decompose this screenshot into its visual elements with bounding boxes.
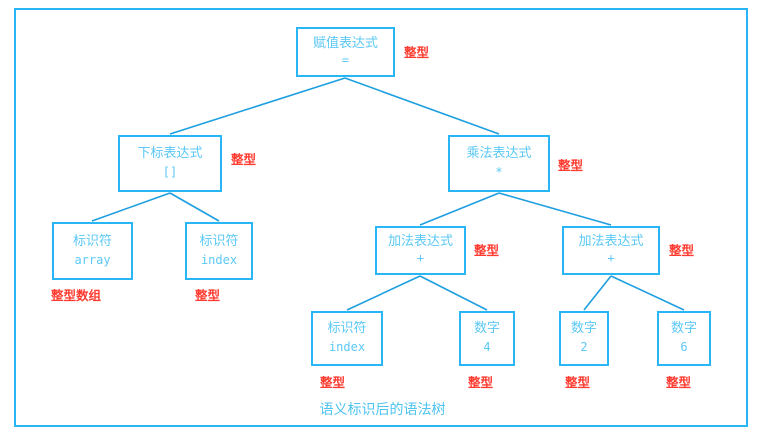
tree-node-add-right[interactable]: 加法表达式+ xyxy=(562,226,660,275)
tree-node-title: 加法表达式 xyxy=(387,234,453,250)
tree-node-title: 数字 xyxy=(473,321,500,337)
tree-node-id-index-1[interactable]: 标识符 index xyxy=(185,222,253,280)
tree-node-id-index-2[interactable]: 标识符 index xyxy=(311,311,383,366)
type-label-add-left: 整型 xyxy=(474,243,500,258)
tree-node-title: 标识符 xyxy=(72,233,112,249)
tree-node-title: 赋值表达式 xyxy=(312,35,378,51)
tree-node-add-left[interactable]: 加法表达式+ xyxy=(375,226,466,275)
type-label-id-index-2: 整型 xyxy=(320,375,346,390)
tree-node-num-6[interactable]: 数字 6 xyxy=(657,311,711,366)
tree-node-num-2[interactable]: 数字 2 xyxy=(559,311,609,366)
tree-node-title: 标识符 xyxy=(327,321,367,337)
tree-node-subscript[interactable]: 下标表达式 [] xyxy=(118,135,222,192)
tree-node-id-array[interactable]: 标识符 array xyxy=(52,222,133,280)
tree-node-value: array xyxy=(74,252,111,267)
tree-node-value: + xyxy=(416,251,425,266)
tree-node-title: 数字 xyxy=(570,321,597,337)
tree-node-value: 4 xyxy=(483,340,491,355)
tree-node-value: = xyxy=(341,52,350,67)
type-label-multiply: 整型 xyxy=(558,158,584,173)
type-label-add-right: 整型 xyxy=(669,243,695,258)
tree-node-value: + xyxy=(607,251,615,266)
tree-node-title: 标识符 xyxy=(199,233,239,249)
type-label-assign: 整型 xyxy=(404,45,430,60)
tree-node-num-4[interactable]: 数字 4 xyxy=(459,311,515,366)
tree-node-title: 乘法表达式 xyxy=(466,146,532,162)
tree-node-title: 数字 xyxy=(670,321,697,337)
type-label-num-4: 整型 xyxy=(468,375,494,390)
tree-node-title: 加法表达式 xyxy=(578,234,644,250)
type-label-id-index-1: 整型 xyxy=(195,288,221,303)
type-label-id-array: 整型数组 xyxy=(51,288,102,303)
tree-node-value: 6 xyxy=(680,340,688,355)
type-label-num-2: 整型 xyxy=(565,375,591,390)
tree-node-value: [] xyxy=(162,165,178,180)
tree-node-value: 2 xyxy=(580,340,588,355)
tree-node-value: * xyxy=(495,165,503,180)
tree-node-title: 下标表达式 xyxy=(137,146,203,162)
tree-node-value: index xyxy=(328,340,366,355)
tree-node-assign[interactable]: 赋值表达式= xyxy=(296,27,395,77)
type-label-num-6: 整型 xyxy=(666,375,692,390)
tree-node-multiply[interactable]: 乘法表达式 * xyxy=(448,135,550,192)
type-label-subscript: 整型 xyxy=(231,152,257,167)
diagram-caption: 语义标识后的语法树 xyxy=(319,402,446,418)
tree-node-value: index xyxy=(200,252,238,267)
